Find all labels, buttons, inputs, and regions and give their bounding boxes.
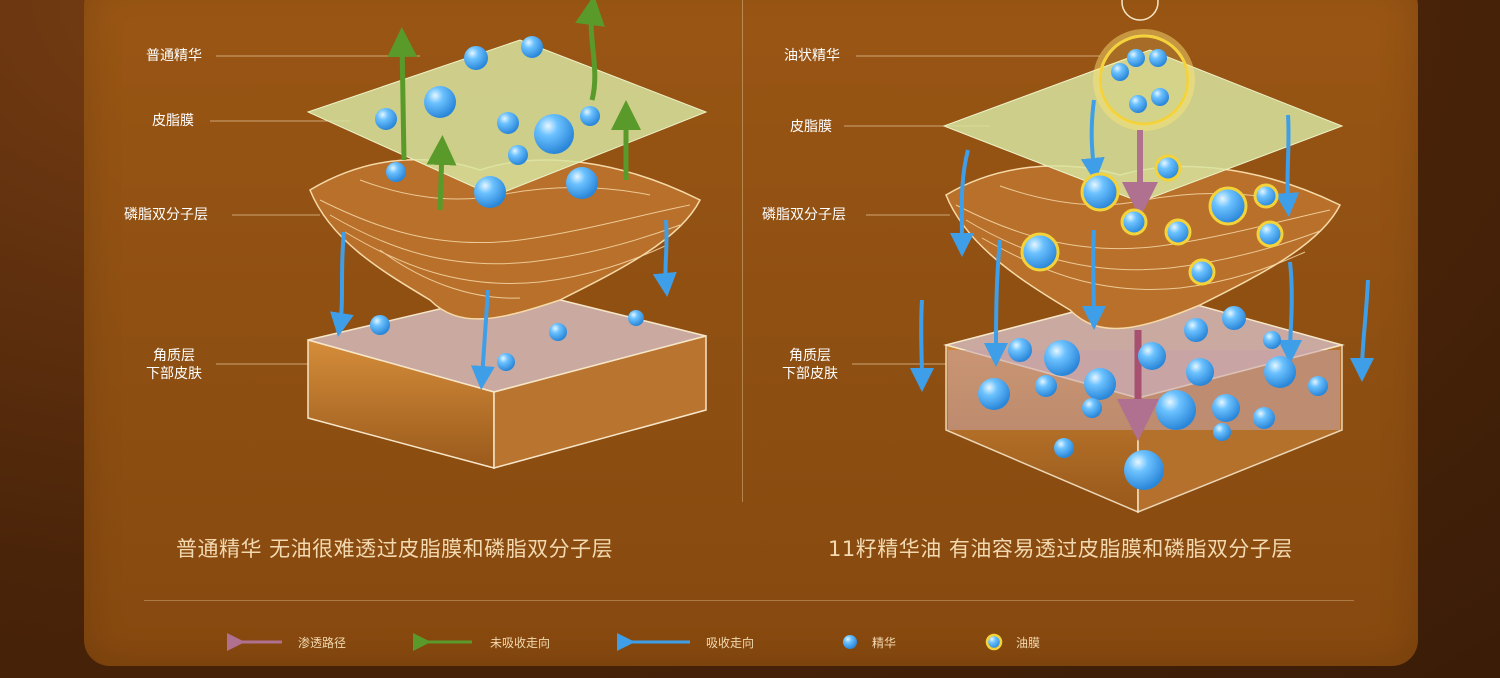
label-bilayer-left: 磷脂双分子层 [124,207,208,223]
label-stratum-right: 角质层 下部皮肤 [782,347,838,383]
label-bilayer-right: 磷脂双分子层 [762,207,846,223]
sebum-film-right [942,49,1344,203]
label-horny-right: 角质层 [789,348,831,364]
label-essence-left: 普通精华 [146,48,202,64]
legend-oil-film-label: 油膜 [1016,636,1041,650]
oil-coated-bubbles-right [1020,154,1284,286]
legend-absorbed: 吸收走向 [706,634,754,651]
label-lower-right: 下部皮肤 [782,366,838,382]
essence-bubbles-left [370,36,644,371]
center-divider [742,0,743,502]
label-horny-left: 角质层 [153,348,195,364]
legend-penetration: 渗透路径 [298,634,346,651]
oil-essence-ring [1093,0,1195,131]
caption-left: 普通精华 无油很难透过皮脂膜和磷脂双分子层 [176,537,614,561]
legend-essence-label: 精华 [872,636,897,650]
legend-unabsorbed: 未吸收走向 [490,634,550,651]
unabsorbed-arrows-left [387,0,641,211]
label-lower-left: 下部皮肤 [146,366,202,382]
essence-bubbles-right [978,306,1328,490]
legend: 渗透路径 未吸收走向 吸收走向 精华 油膜 [0,632,1500,656]
label-oil-right: 油状精华 [784,48,840,64]
legend-penetration-label: 渗透路径 [298,636,347,650]
legend-divider [144,600,1354,601]
label-sebum-left: 皮脂膜 [152,113,194,129]
label-stratum-left: 角质层 下部皮肤 [146,347,202,383]
legend-marks [227,633,1003,651]
left-diagram [210,0,708,469]
horny-layer-block-left [307,289,707,469]
right-diagram [844,0,1375,514]
caption-right: 11籽精华油 有油容易透过皮脂膜和磷脂双分子层 [828,537,1293,561]
absorbed-arrows-right [909,99,1375,392]
legend-oil-film: 油膜 [1016,634,1040,651]
label-sebum-right: 皮脂膜 [790,119,832,135]
legend-absorbed-label: 吸收走向 [706,636,755,650]
legend-essence: 精华 [872,634,896,651]
absorbed-arrows-left [330,219,677,390]
legend-unabsorbed-label: 未吸收走向 [490,636,551,650]
